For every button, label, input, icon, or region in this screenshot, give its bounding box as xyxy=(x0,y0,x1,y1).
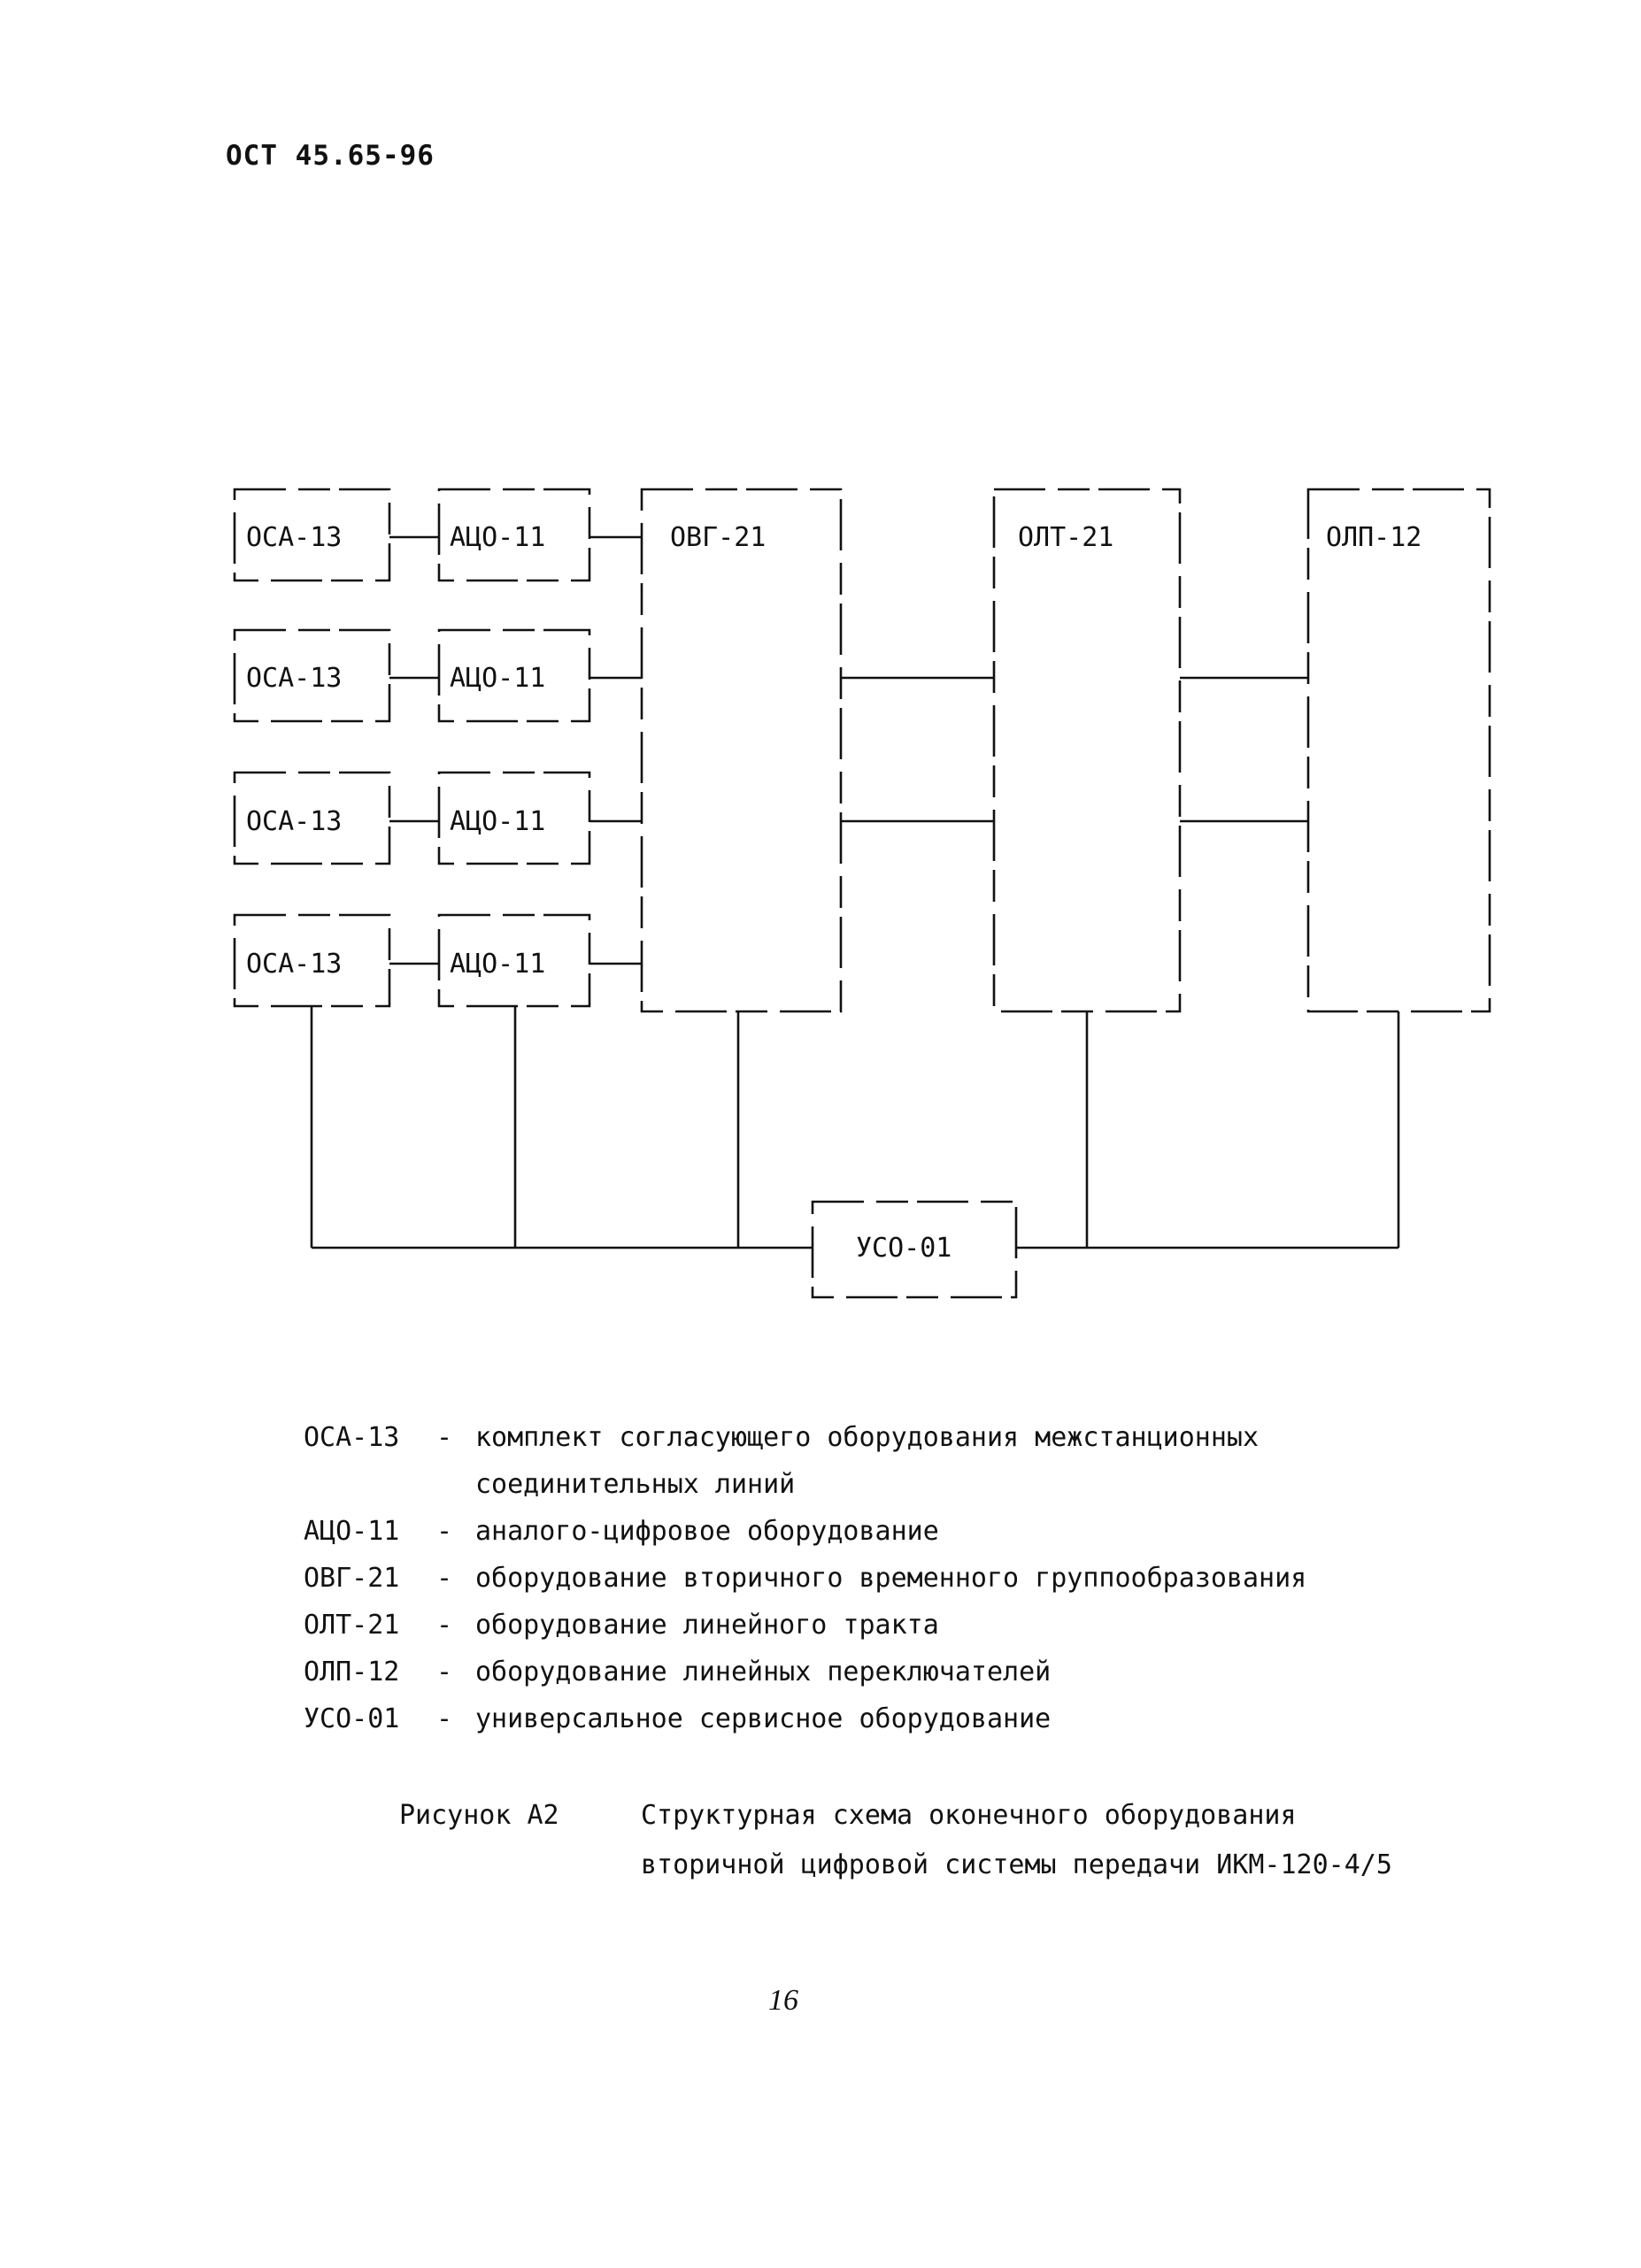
legend-code: ОСА-13 xyxy=(304,1422,400,1453)
caption-first-line: Рисунок А2 Структурная схема оконечного … xyxy=(399,1790,1392,1840)
uso-01-block xyxy=(811,1200,1018,1299)
caption-title-line-2: вторичной цифровой системы передачи ИКМ-… xyxy=(641,1849,1392,1880)
legend-dash: - xyxy=(436,1703,453,1734)
caption-title-line-1: Структурная схема оконечного оборудовани… xyxy=(641,1799,1297,1831)
document-code: ОСТ 45.65-96 xyxy=(226,140,435,172)
legend-row-olp: ОЛП-12 - оборудование линейных переключа… xyxy=(304,1649,1306,1695)
legend-row-olt: ОЛТ-21 - оборудование линейного тракта xyxy=(304,1602,1306,1649)
legend: ОСА-13 - комплект согласующего оборудова… xyxy=(304,1414,1306,1742)
aco-11-label-4: АЦО-11 xyxy=(450,949,545,980)
olp-12-block xyxy=(1306,488,1491,1013)
legend-row-aco: АЦО-11 - аналого-цифровое оборудование xyxy=(304,1508,1306,1555)
olp-12-label: ОЛП-12 xyxy=(1326,522,1421,553)
osa-13-block-1 xyxy=(233,488,391,582)
legend-dash: - xyxy=(436,1422,453,1453)
legend-description: оборудование линейных переключателей xyxy=(475,1657,1052,1688)
osa-aco-links xyxy=(389,535,439,965)
osa-13-label-4: ОСА-13 xyxy=(246,949,342,980)
legend-description: соединительных линий xyxy=(475,1469,796,1500)
ovg-olt-links xyxy=(841,676,994,823)
ovg-21-label: ОВГ-21 xyxy=(670,522,766,553)
legend-dash: - xyxy=(436,1563,453,1594)
legend-row-osa: ОСА-13 - комплект согласующего оборудова… xyxy=(304,1414,1306,1461)
structural-diagram: ОСА-13 ОСА-13 ОСА-13 ОСА-13 АЦО-11 АЦО-1… xyxy=(233,488,1491,1299)
legend-dash: - xyxy=(436,1657,453,1688)
legend-description: аналого-цифровое оборудование xyxy=(475,1516,939,1547)
aco-11-label-3: АЦО-11 xyxy=(450,806,545,837)
aco-11-label-1: АЦО-11 xyxy=(450,522,545,553)
aco-11-block-2 xyxy=(437,628,591,723)
legend-description: комплект согласующего оборудования межст… xyxy=(475,1422,1260,1453)
osa-13-label-2: ОСА-13 xyxy=(246,663,342,694)
aco-11-block-1 xyxy=(437,488,591,582)
figure-label: Рисунок А2 xyxy=(399,1799,559,1831)
legend-code: ОЛТ-21 xyxy=(304,1610,400,1641)
legend-code: ОВГ-21 xyxy=(304,1563,400,1594)
legend-description: оборудование линейного тракта xyxy=(475,1610,939,1641)
uso-01-label: УСО-01 xyxy=(856,1233,951,1264)
olt-21-block xyxy=(992,488,1182,1013)
olt-21-label: ОЛТ-21 xyxy=(1018,522,1113,553)
osa-13-block-3 xyxy=(233,771,391,865)
osa-13-label-3: ОСА-13 xyxy=(246,806,342,837)
page-number: 16 xyxy=(768,1984,798,2017)
osa-13-label-1: ОСА-13 xyxy=(246,522,342,553)
legend-description: оборудование вторичного временного групп… xyxy=(475,1563,1307,1594)
legend-code: АЦО-11 xyxy=(304,1516,400,1547)
service-bus xyxy=(310,1006,1400,1249)
aco-11-label-2: АЦО-11 xyxy=(450,663,545,694)
ovg-21-block xyxy=(640,488,843,1013)
aco-ovg-links xyxy=(589,535,642,965)
osa-13-block-2 xyxy=(233,628,391,723)
olt-olp-links xyxy=(1180,676,1308,823)
figure-caption: Рисунок А2 Структурная схема оконечного … xyxy=(399,1790,1392,1889)
legend-row-uso: УСО-01 - универсальное сервисное оборудо… xyxy=(304,1695,1306,1742)
legend-dash: - xyxy=(436,1516,453,1547)
aco-11-block-3 xyxy=(437,771,591,865)
legend-row-osa-continuation: соединительных линий xyxy=(304,1461,1306,1508)
legend-code: УСО-01 xyxy=(304,1703,400,1734)
legend-code: ОЛП-12 xyxy=(304,1657,400,1688)
legend-row-ovg: ОВГ-21 - оборудование вторичного временн… xyxy=(304,1555,1306,1602)
legend-dash: - xyxy=(436,1610,453,1641)
legend-description: универсальное сервисное оборудование xyxy=(475,1703,1052,1734)
